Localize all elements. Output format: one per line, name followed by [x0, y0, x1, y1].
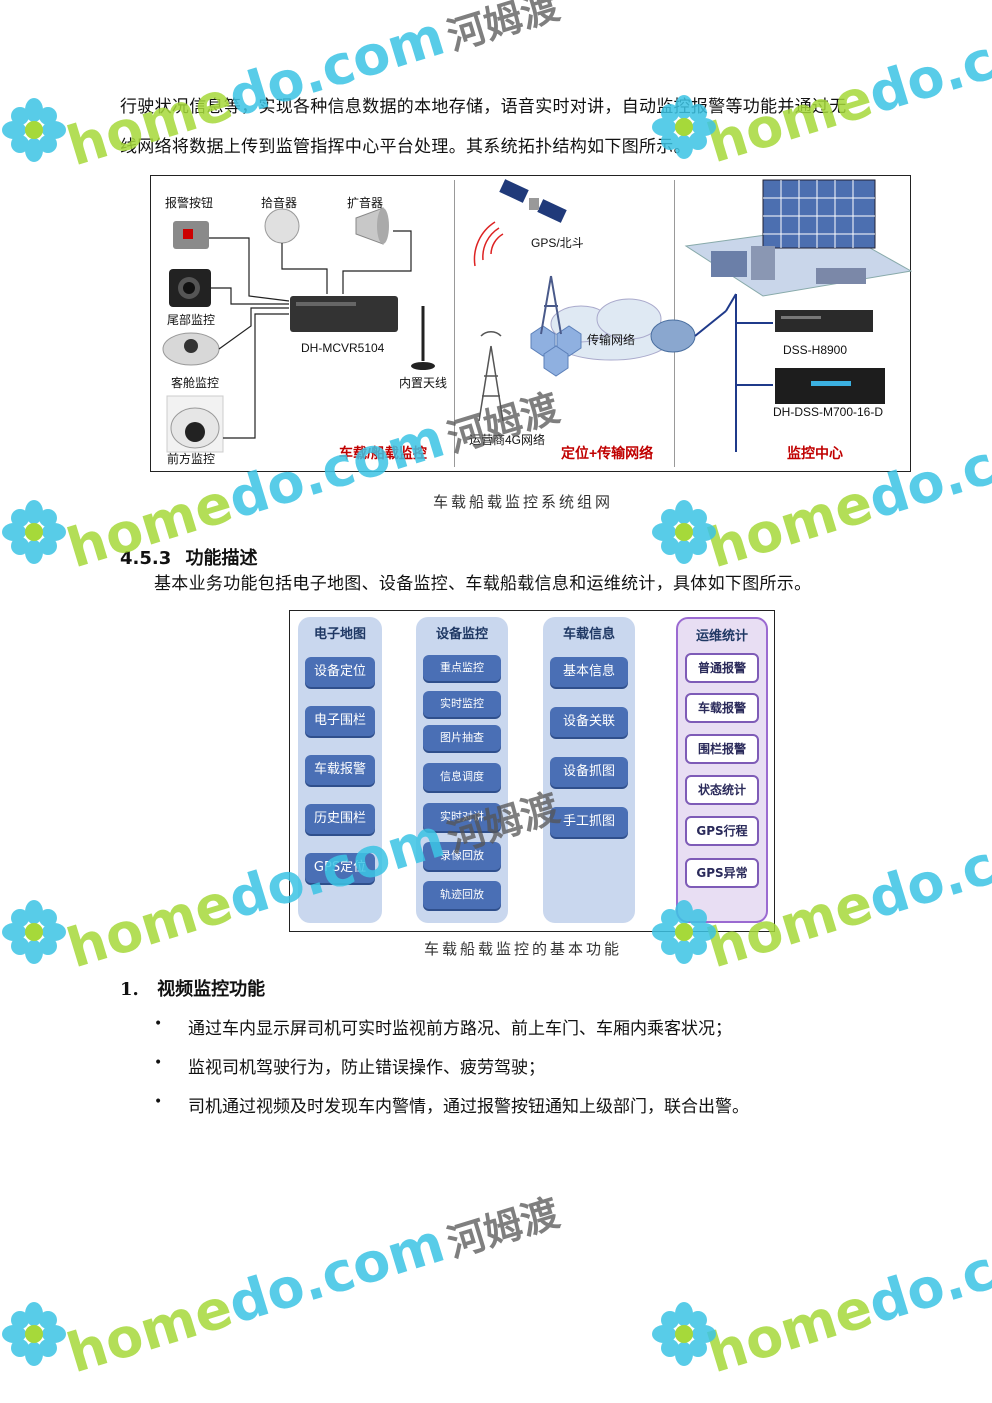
column-title: 设备监控 — [435, 627, 488, 642]
section-title: 功能描述 — [185, 548, 258, 569]
carrier-tower-icon — [478, 331, 504, 422]
section-description: 基本业务功能包括电子地图、设备监控、车载船载信息和运维统计，具体如下图所示。 — [154, 574, 812, 594]
list-item: 监视司机驾驶行为，防止错误操作、疲劳驾驶； — [188, 1058, 545, 1078]
watermark-dotcom: do.com — [861, 1210, 992, 1337]
label-pickup: 拾音器 — [261, 196, 298, 210]
function-item: 状态统计 — [685, 775, 759, 805]
function-item: 录像回放 — [423, 842, 501, 870]
flower-logo-icon — [2, 900, 66, 964]
flower-logo-icon — [2, 500, 66, 564]
watermark-home: home — [700, 1275, 880, 1386]
function-item: 车载报警 — [305, 755, 375, 785]
dvr-device — [290, 296, 398, 332]
flower-logo-icon — [652, 95, 716, 159]
function-item: 实时对讲 — [423, 803, 501, 831]
label-alarm-button: 报警按钮 — [165, 196, 214, 210]
server-dss-h8900 — [775, 310, 873, 332]
flower-logo-icon — [652, 900, 716, 964]
flower-logo-icon — [652, 500, 716, 564]
flower-logo-icon — [2, 98, 66, 162]
section-number: 4.5.3 — [120, 548, 172, 569]
function-item: 历史围栏 — [305, 804, 375, 834]
watermark: homedo.com 河姆渡 — [60, 1176, 565, 1385]
intro-line-1: 行驶状况信息等，实现各种信息数据的本地存储，语音实时对讲，自动监控报警等功能并通… — [120, 97, 847, 117]
function-item: 电子围栏 — [305, 706, 375, 736]
watermark-home: home — [700, 470, 880, 581]
column-electronic-map: 电子地图 设备定位 电子围栏 车载报警 历史围栏 GPS定位 — [298, 617, 382, 923]
function-item: GPS行程 — [685, 816, 759, 846]
label-antenna: 内置天线 — [399, 376, 448, 390]
router-icon — [650, 319, 696, 353]
label-gps: GPS/北斗 — [531, 236, 584, 250]
figure2-caption: 车载船载监控的基本功能 — [424, 940, 623, 958]
watermark-home: home — [60, 1275, 240, 1386]
label-speaker: 扩音器 — [347, 196, 384, 210]
control-room-illustration — [684, 179, 912, 297]
label-server2: DH-DSS-M700-16-D — [773, 405, 884, 419]
function-item: GPS定位 — [305, 853, 375, 883]
function-item: 手工抓图 — [550, 807, 628, 837]
list-heading-number: 1. — [120, 979, 139, 1000]
flower-logo-icon — [2, 1302, 66, 1366]
watermark-dotcom: do.com — [221, 1210, 452, 1337]
watermark: homedo.com — [700, 1211, 992, 1385]
list-heading: 1. 视频监控功能 — [120, 975, 265, 1001]
column-title: 车载信息 — [562, 627, 615, 642]
column-title: 电子地图 — [313, 627, 366, 642]
function-item: 信息调度 — [423, 763, 501, 791]
function-item: 图片抽查 — [423, 725, 501, 751]
intro-line-2: 线网络将数据上传到监管指挥中心平台处理。其系统拓扑结构如下图所示。 — [120, 137, 691, 157]
function-item: 设备抓图 — [550, 757, 628, 787]
divider — [454, 180, 455, 467]
pickup-device — [264, 208, 300, 244]
list-item: 通过车内显示屏司机可实时监视前方路况、前上车门、车厢内乘客状况； — [188, 1019, 732, 1039]
column-vehicle-info: 车载信息 基本信息 设备关联 设备抓图 手工抓图 — [543, 617, 635, 923]
watermark: homedo.com — [700, 1, 992, 175]
tower-icon — [540, 275, 562, 335]
functions-figure: 电子地图 设备定位 电子围栏 车载报警 历史围栏 GPS定位 设备监控 重点监控… — [289, 610, 775, 932]
topology-figure: 报警按钮 拾音器 扩音器 尾部监控 客舱监控 前方监控 DH-MCVR5104 … — [150, 175, 912, 472]
function-item: GPS异常 — [685, 858, 759, 888]
watermark-dotcom: do.com — [861, 805, 992, 932]
label-dvr: DH-MCVR5104 — [301, 341, 385, 355]
label-network: 传输网络 — [587, 333, 636, 347]
function-item: 设备定位 — [305, 657, 375, 687]
list-item: 司机通过视频及时发现车内警情，通过报警按钮通知上级部门，联合出警。 — [188, 1097, 749, 1117]
watermark-home: home — [60, 870, 240, 981]
function-item: 轨迹回放 — [423, 881, 501, 909]
function-item: 车载报警 — [685, 693, 759, 723]
function-item: 设备关联 — [550, 707, 628, 737]
function-item: 重点监控 — [423, 655, 501, 681]
label-carrier: 运营商4G网络 — [469, 433, 546, 447]
function-item: 实时监控 — [423, 691, 501, 717]
section-heading: 4.5.3 功能描述 — [120, 544, 258, 570]
satellite-icon — [499, 179, 567, 223]
bullet-icon: • — [154, 1016, 163, 1032]
watermark-home: home — [700, 65, 880, 176]
section-center: 监控中心 — [787, 445, 843, 461]
column-operations-stats: 运维统计 普通报警 车载报警 围栏报警 状态统计 GPS行程 GPS异常 — [676, 617, 768, 923]
column-title: 运维统计 — [695, 629, 748, 644]
label-server1: DSS-H8900 — [783, 343, 848, 357]
figure1-caption: 车载船载监控系统组网 — [433, 493, 614, 511]
flower-logo-icon — [652, 1302, 716, 1366]
topology-diagram — [162, 179, 912, 453]
label-cabin-camera: 客舱监控 — [171, 376, 220, 390]
function-item: 普通报警 — [685, 653, 759, 683]
label-rear-camera: 尾部监控 — [167, 313, 216, 327]
watermark-home: home — [60, 68, 240, 179]
function-item: 围栏报警 — [685, 734, 759, 764]
column-device-monitoring: 设备监控 重点监控 实时监控 图片抽查 信息调度 实时对讲 录像回放 轨迹回放 — [416, 617, 508, 923]
label-front-camera: 前方监控 — [167, 452, 216, 466]
section-vehicle: 车载/船载监控 — [339, 445, 427, 461]
bullet-icon: • — [154, 1055, 163, 1071]
list-heading-text: 视频监控功能 — [157, 979, 266, 1000]
section-transport: 定位+传输网络 — [561, 445, 654, 461]
watermark-dotcom: do.com — [861, 0, 992, 127]
function-item: 基本信息 — [550, 657, 628, 687]
watermark-cn: 河姆渡 — [442, 0, 565, 59]
watermark-cn: 河姆渡 — [442, 1190, 565, 1266]
bullet-icon: • — [154, 1094, 163, 1110]
cloud-icon — [550, 298, 672, 361]
